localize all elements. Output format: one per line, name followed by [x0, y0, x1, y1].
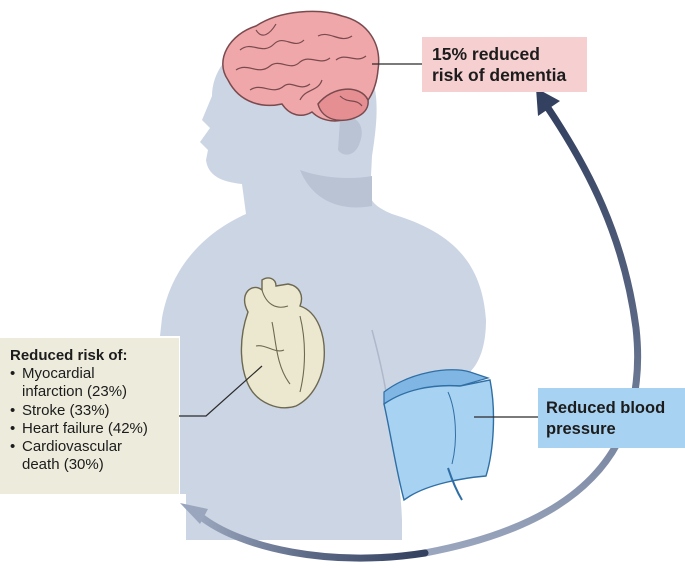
blood-pressure-cuff-icon: [383, 369, 495, 502]
brain-folds: [235, 23, 367, 107]
dementia-label-line1: 15% reduced: [432, 44, 540, 64]
blood-pressure-label-line1: Reduced blood: [546, 399, 666, 417]
arrow-right-arc: [421, 104, 642, 557]
risk-item-text: Heart failure (42%): [22, 419, 148, 437]
cardiovascular-heading: Reduced risk of:: [10, 347, 128, 364]
blood-pressure-label-line2: pressure: [546, 420, 616, 438]
heart-connector: [179, 365, 263, 417]
arrow-head-up: [536, 88, 560, 116]
heart-vessels: [255, 289, 305, 393]
risk-item-text: Stroke (33%): [22, 401, 110, 419]
dementia-label-box: 15% reduced risk of dementia: [422, 37, 587, 92]
cuff-tube: [447, 467, 463, 501]
human-silhouette: [160, 39, 486, 540]
risk-item-text: Myocardial: [22, 365, 95, 383]
arrow-head-left: [180, 503, 208, 524]
cuff-front: [383, 379, 495, 502]
risk-item-myocardial-infarction: Myocardial infarction (23%): [10, 365, 169, 401]
arrow-bottom-arc: [196, 512, 429, 562]
cerebellum: [317, 88, 369, 122]
brain-icon: [222, 10, 380, 122]
ear-shape: [338, 117, 362, 155]
blood-pressure-label-box: Reduced blood pressure: [538, 388, 685, 448]
risk-item-heart-failure: Heart failure (42%): [10, 420, 169, 438]
risk-item-stroke: Stroke (33%): [10, 402, 169, 420]
risk-item-text: Cardiovascular: [22, 438, 123, 456]
neck-shadow: [300, 170, 372, 208]
heart-icon: [240, 277, 325, 409]
cuff-fold: [447, 391, 456, 465]
risk-item-text: death (30%): [22, 456, 104, 474]
cycle-arrow-icon: [180, 88, 642, 562]
dementia-label-line2: risk of dementia: [432, 65, 567, 85]
risk-item-text: infarction (23%): [22, 383, 128, 401]
body-shape: [160, 39, 486, 540]
cardiovascular-label-box: Reduced risk of: Myocardial infarction (…: [0, 338, 179, 494]
risk-item-cardiovascular-death: Cardiovascular death (30%): [10, 438, 169, 474]
arm-line: [371, 329, 387, 393]
